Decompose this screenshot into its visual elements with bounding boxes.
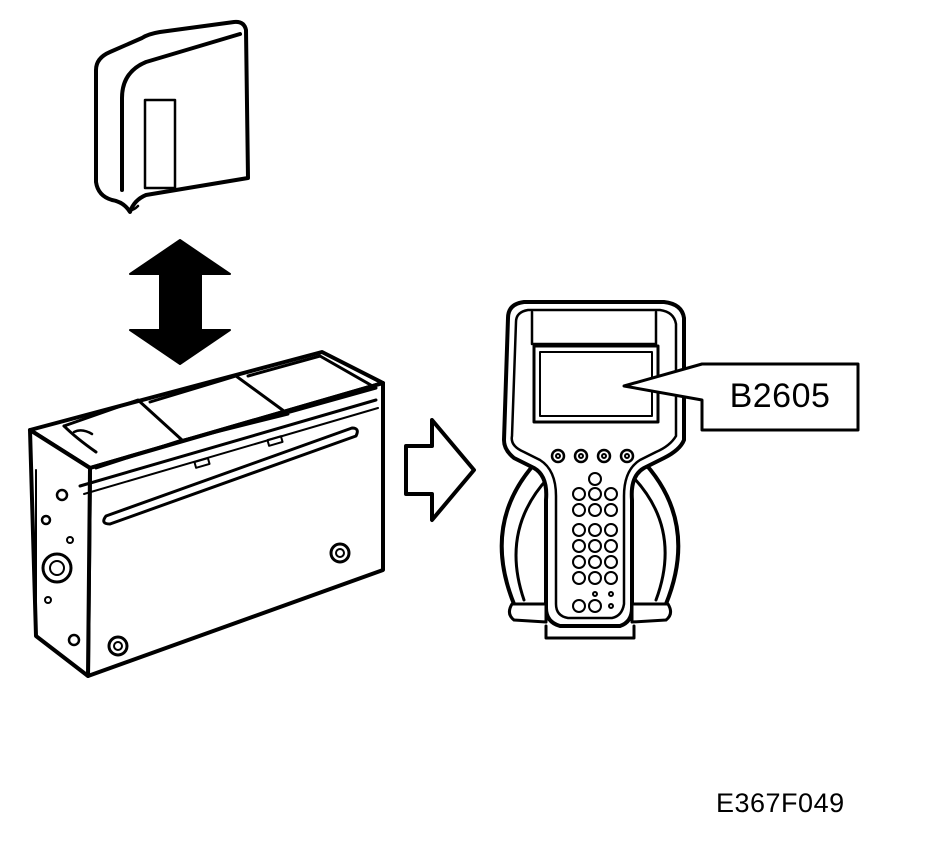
- hollow-right-arrow-icon: [404, 418, 476, 522]
- memory-cartridge: [94, 19, 250, 214]
- control-module: [28, 350, 385, 678]
- callout-code: B2605: [729, 376, 831, 415]
- scan-tool: [499, 300, 686, 640]
- callout-box: [622, 362, 860, 432]
- figure-code: E367F049: [716, 788, 845, 818]
- double-headed-vertical-arrow-icon: [129, 239, 231, 365]
